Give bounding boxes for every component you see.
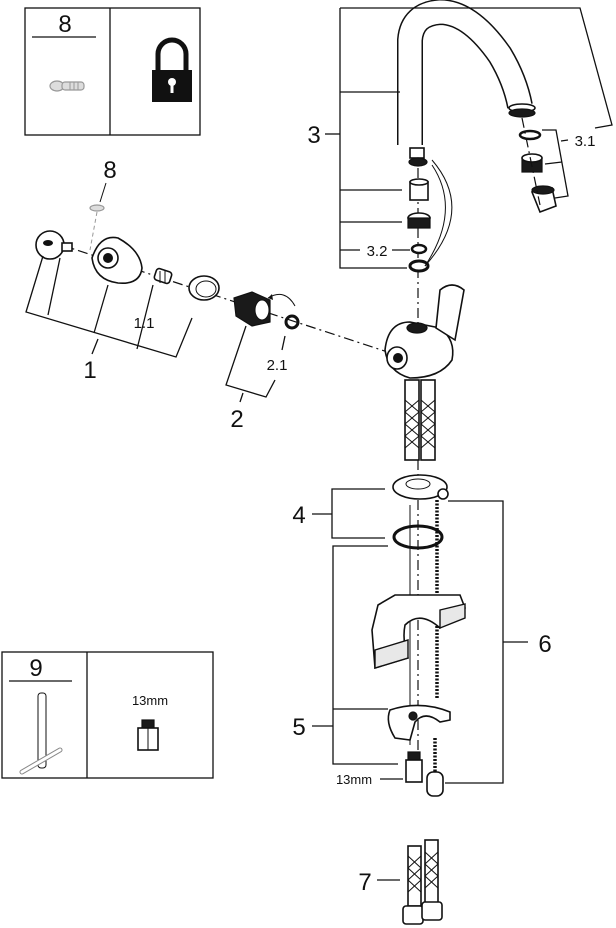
- lever-handle: [91, 236, 143, 285]
- callout-7: 7: [358, 869, 371, 896]
- spout-tip: [508, 103, 536, 118]
- spout-assembly: 3 3.2 3.1: [307, 0, 613, 340]
- box-8-number: 8: [58, 11, 71, 38]
- aerator-seal: [518, 129, 542, 141]
- handle-cap: [35, 230, 73, 260]
- fixing-plate: [387, 704, 451, 741]
- hex-nut-icon: [137, 719, 159, 751]
- rod-end-cap: [426, 771, 444, 797]
- screw-8: [89, 204, 105, 251]
- callout-3-2: 3.2: [367, 243, 388, 260]
- callout-6: 6: [538, 631, 551, 658]
- mixer-body: [384, 284, 465, 461]
- spare-part-box-9: 9 13mm: [1, 651, 214, 779]
- o-ring-spout-base: [408, 259, 430, 273]
- box-9-number: 9: [29, 655, 42, 682]
- padlock-icon: [152, 37, 192, 102]
- callout-3: 3: [307, 122, 320, 149]
- cartridge: [233, 291, 271, 327]
- callout-5: 5: [292, 714, 305, 741]
- ring: [188, 275, 220, 301]
- spout-base: [408, 147, 428, 167]
- rosette: [392, 474, 449, 500]
- callout-4: 4: [292, 502, 305, 529]
- aerator-insert: [521, 153, 543, 173]
- screw-icon: [49, 80, 85, 92]
- callout-1-1: 1.1: [134, 315, 155, 332]
- hose-mesh: [404, 399, 436, 449]
- box-9-size-label: 13mm: [132, 693, 168, 708]
- callout-2-1: 2.1: [267, 357, 288, 374]
- spout-nut: [407, 212, 431, 229]
- sleeve: [409, 178, 429, 201]
- callout-2: 2: [230, 406, 243, 433]
- cartridge-assembly: 2 2.1: [225, 291, 300, 433]
- callout-3-1: 3.1: [575, 133, 596, 150]
- countertop-section: [371, 594, 466, 670]
- callout-8: 8: [103, 157, 116, 184]
- handle-assembly: 1 1.1 8: [25, 157, 413, 384]
- o-ring-3-2: [410, 243, 428, 255]
- adapter-1-1: [153, 267, 173, 285]
- hex-nut-13mm: [405, 751, 423, 783]
- callout-13mm: 13mm: [336, 772, 372, 787]
- callout-1: 1: [83, 357, 96, 384]
- spare-part-box-8: 8: [24, 7, 201, 136]
- mounting-tool-icon: [19, 692, 63, 775]
- aerator-housing: [530, 185, 557, 214]
- supply-hoses: 7: [358, 839, 443, 925]
- mounting-assembly: 4 5 13mm 6: [292, 460, 552, 797]
- o-ring-2-1: [284, 314, 300, 330]
